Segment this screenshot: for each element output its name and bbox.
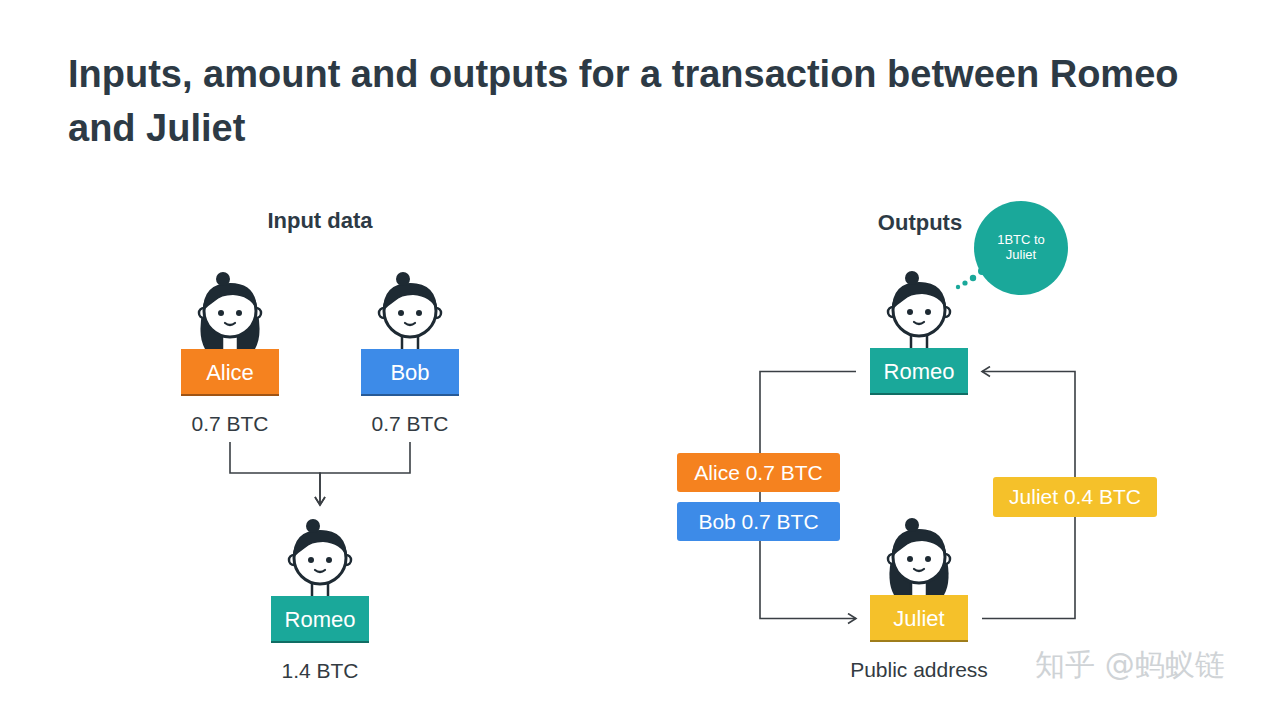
person-figure: [870, 511, 968, 595]
person-node: Alice0.7 BTC: [181, 265, 279, 436]
amount-label: 0.7 BTC: [141, 412, 319, 436]
amount-label: 1.4 BTC: [231, 659, 409, 683]
person-figure: [361, 265, 459, 349]
section-heading: Input data: [220, 208, 420, 234]
thought-bubble: 1BTC to Juliet: [974, 201, 1068, 295]
amount-badge: Bob 0.7 BTC: [677, 502, 840, 541]
person-node: Romeo1.4 BTC: [271, 512, 369, 683]
name-box: Romeo: [870, 348, 968, 395]
person-node: Bob0.7 BTC: [361, 265, 459, 436]
person-figure: [271, 512, 369, 596]
thought-dot: [970, 275, 976, 281]
person-node: JulietPublic address: [870, 511, 968, 682]
name-box: Bob: [361, 349, 459, 396]
badge-text: Bob 0.7 BTC: [698, 510, 818, 534]
flow-arrow: [760, 372, 856, 619]
name-box: Juliet: [870, 595, 968, 642]
diagram-title: Inputs, amount and outputs for a transac…: [68, 48, 1248, 156]
thought-dot: [962, 280, 967, 285]
thought-dot: [956, 285, 960, 289]
section-heading: Outputs: [820, 210, 1020, 236]
person-figure: [181, 265, 279, 349]
flow-arrow: [320, 442, 410, 505]
amount-badge: Alice 0.7 BTC: [677, 453, 840, 492]
name-box: Romeo: [271, 596, 369, 643]
person-node: Romeo: [870, 264, 968, 395]
amount-badge: Juliet 0.4 BTC: [993, 477, 1157, 517]
badge-text: Alice 0.7 BTC: [694, 461, 822, 485]
address-label: Public address: [830, 658, 1008, 682]
bubble-text: 1BTC to Juliet: [996, 233, 1046, 263]
badge-text: Juliet 0.4 BTC: [1009, 485, 1141, 509]
watermark: 知乎 @蚂蚁链: [1000, 645, 1260, 686]
name-box: Alice: [181, 349, 279, 396]
person-figure: [870, 264, 968, 348]
amount-label: 0.7 BTC: [321, 412, 499, 436]
flow-arrow: [230, 442, 320, 505]
